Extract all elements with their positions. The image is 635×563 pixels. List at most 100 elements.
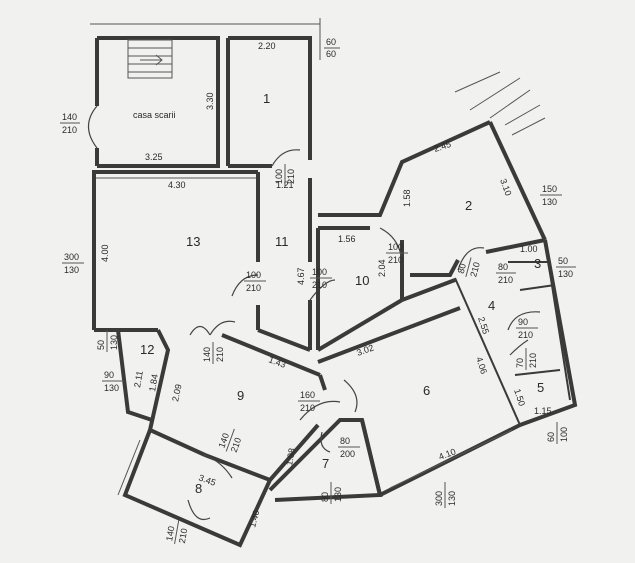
svg-text:210: 210: [286, 169, 296, 184]
room-1-walls: [226, 36, 312, 168]
opening-room-2-door: 80 210: [456, 257, 482, 278]
svg-text:160: 160: [300, 390, 315, 400]
room-number-3: 3: [534, 256, 541, 271]
svg-text:140: 140: [62, 112, 77, 122]
rooms-3-4-5-walls: [454, 239, 578, 427]
room-number-10: 10: [355, 273, 369, 288]
room-7-walls: [268, 418, 383, 502]
svg-text:90: 90: [518, 317, 528, 327]
svg-text:210: 210: [62, 125, 77, 135]
dim-1-56: 1.56: [338, 234, 356, 244]
svg-text:210: 210: [528, 353, 538, 368]
dim-4-30: 4.30: [168, 180, 186, 190]
svg-text:100: 100: [246, 270, 261, 280]
opening-room-6-window: 300 130: [434, 482, 457, 508]
svg-text:130: 130: [104, 383, 119, 393]
svg-text:210: 210: [388, 255, 403, 265]
svg-text:130: 130: [109, 335, 119, 350]
svg-text:60: 60: [546, 432, 556, 442]
svg-text:130: 130: [333, 487, 343, 502]
opening-room-12-window-a: 50 130: [96, 330, 119, 352]
opening-room-3-door: 80 210: [496, 262, 516, 285]
svg-text:130: 130: [447, 491, 457, 506]
svg-text:100: 100: [388, 242, 403, 252]
dim-1-50: 1.50: [512, 388, 527, 408]
svg-text:210: 210: [177, 528, 189, 545]
room-number-4: 4: [488, 298, 495, 313]
svg-text:130: 130: [64, 265, 79, 275]
svg-text:70: 70: [515, 358, 525, 368]
room-9-walls: [147, 320, 341, 482]
svg-text:210: 210: [246, 283, 261, 293]
stair-room-label: casa scarii: [133, 110, 176, 120]
dim-4-67: 4.67: [296, 267, 306, 285]
stair-steps: [127, 39, 173, 79]
room-2-walls: [410, 71, 547, 277]
room-12-walls: [94, 328, 153, 422]
dim-1-15: 1.15: [534, 406, 552, 416]
opening-room-5-door: 70 210: [515, 348, 538, 370]
room-number-12: 12: [140, 342, 154, 357]
opening-room-12-window-b: 90 130: [102, 370, 124, 393]
opening-room-9-door: 140 210: [202, 342, 225, 364]
svg-text:210: 210: [300, 403, 315, 413]
svg-text:50: 50: [96, 340, 106, 350]
opening-room-13-door: 100 210: [244, 270, 266, 293]
svg-text:100: 100: [312, 267, 327, 277]
svg-text:130: 130: [542, 197, 557, 207]
room-11-walls: [257, 178, 336, 352]
svg-text:210: 210: [215, 347, 225, 362]
svg-text:80: 80: [340, 436, 350, 446]
room-number-11: 11: [275, 234, 289, 249]
dim-3-25: 3.25: [145, 152, 163, 162]
room-number-6: 6: [423, 383, 430, 398]
opening-room-5-window: 60 100: [546, 422, 569, 444]
svg-text:210: 210: [312, 280, 327, 290]
room-number-13: 13: [186, 234, 200, 249]
room-number-1: 1: [263, 91, 270, 106]
room-13-walls: [92, 170, 260, 332]
room-number-8: 8: [195, 481, 202, 496]
opening-room-7-window: 80 130: [320, 482, 343, 504]
opening-60-60: 60 60: [324, 37, 340, 59]
svg-text:300: 300: [434, 491, 444, 506]
svg-text:100: 100: [559, 427, 569, 442]
dim-1-98: 1.98: [284, 447, 297, 466]
opening-room-6-door: 160 210: [298, 390, 320, 413]
opening-room-1-door: 100 210: [274, 164, 296, 186]
opening-room-10-door: 100 210: [386, 242, 408, 265]
opening-room-7-door: 80 200: [338, 436, 360, 459]
room-number-9: 9: [237, 388, 244, 403]
opening-room-8-door-top: 140 210: [216, 428, 243, 454]
opening-room-8-door-bottom: 140 210: [164, 520, 189, 545]
dim-1-58: 1.58: [402, 189, 412, 207]
svg-text:60: 60: [326, 37, 336, 47]
svg-text:100: 100: [274, 169, 284, 184]
opening-room-2-window: 150 130: [540, 184, 562, 207]
room-10-walls: [316, 120, 491, 352]
svg-text:80: 80: [456, 262, 468, 274]
svg-text:60: 60: [326, 49, 336, 59]
room-number-2: 2: [465, 198, 472, 213]
dim-3-10: 3.10: [498, 177, 513, 197]
room-number-7: 7: [322, 456, 329, 471]
dim-4-06: 4.06: [474, 356, 489, 376]
svg-text:140: 140: [216, 432, 231, 450]
svg-text:90: 90: [104, 370, 114, 380]
opening-room-4-door: 90 210: [516, 317, 538, 340]
dim-1-00: 1.00: [520, 244, 538, 254]
svg-text:80: 80: [320, 492, 330, 502]
svg-text:140: 140: [202, 347, 212, 362]
svg-text:150: 150: [542, 184, 557, 194]
svg-text:130: 130: [558, 269, 573, 279]
dim-1-40: 1.40: [247, 509, 261, 529]
dim-2-04: 2.04: [377, 259, 387, 277]
dim-1-43: 1.43: [267, 354, 287, 369]
dim-2-20: 2.20: [258, 41, 276, 51]
opening-stair-door: 140 210: [60, 112, 80, 135]
dim-4-00: 4.00: [100, 244, 110, 262]
dim-2-45: 2.45: [433, 139, 453, 154]
svg-text:200: 200: [340, 449, 355, 459]
svg-text:300: 300: [64, 252, 79, 262]
